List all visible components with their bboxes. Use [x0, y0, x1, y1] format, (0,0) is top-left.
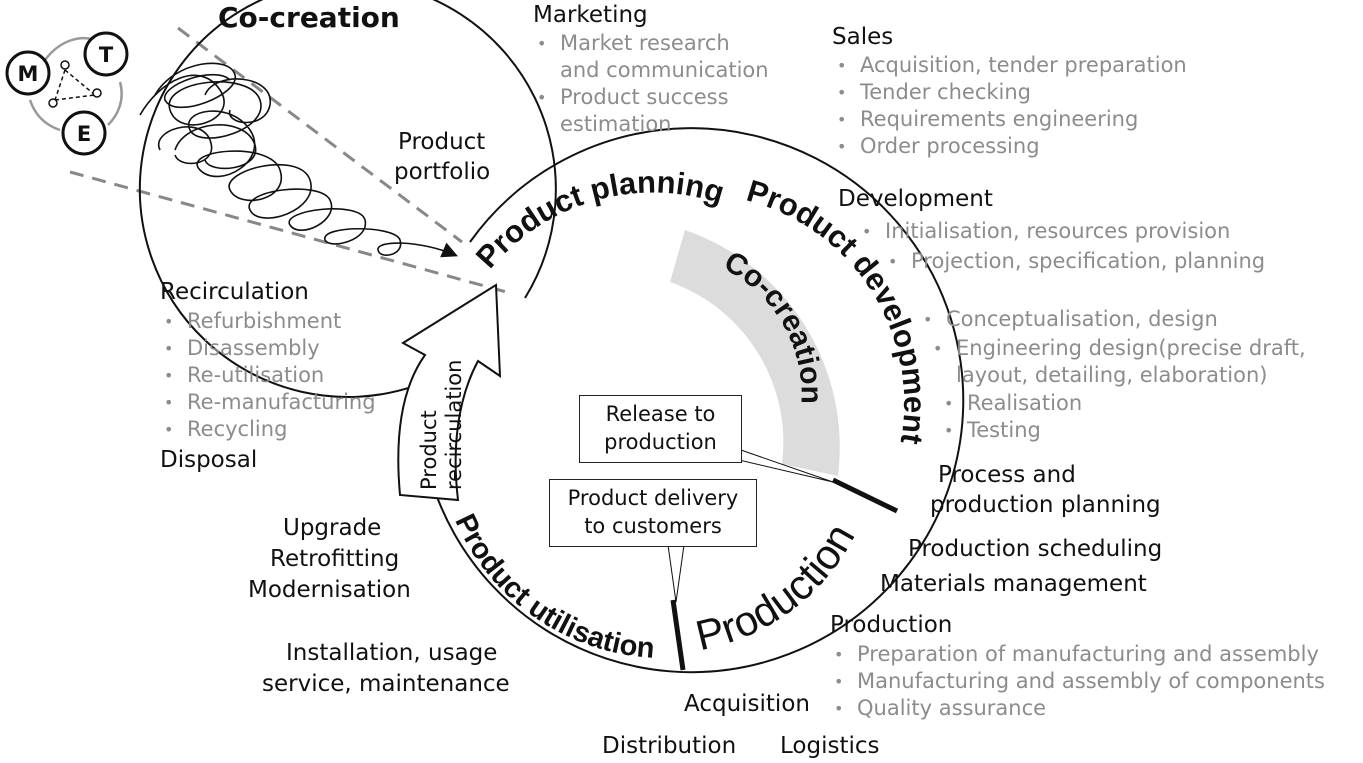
production-scheduling: Production scheduling: [908, 536, 1163, 562]
actor-m-label: M: [18, 62, 39, 86]
actor-cluster: M T E: [5, 31, 129, 156]
callout-product-delivery: Product delivery to customers: [549, 479, 757, 547]
callout-release-to-production: Release to production: [579, 395, 742, 463]
acquisition-label: Acquisition: [684, 691, 810, 717]
sales-list: Acquisition, tender preparation Tender c…: [833, 52, 1187, 160]
production-item: Quality assurance: [830, 695, 1325, 722]
cocreation-scribble: [139, 74, 458, 258]
development-item: Projection, specification, planning: [884, 248, 1265, 275]
upgrade-line2: Retrofitting: [270, 546, 400, 572]
development-item: Engineering design(precise draft,layout,…: [929, 335, 1306, 389]
development-list-c: Realisation Testing: [940, 390, 1082, 444]
cocreation-band: [670, 230, 840, 476]
marketing-title: Marketing: [533, 2, 648, 28]
development-item: Conceptualisation, design: [919, 306, 1218, 333]
recirculation-item: Recycling: [160, 416, 376, 443]
recirculation-title: Recirculation: [160, 279, 309, 305]
installation-line1: Installation, usage: [286, 640, 498, 666]
sales-item: Requirements engineering: [833, 106, 1187, 133]
production-title: Production: [830, 612, 953, 638]
production-list: Preparation of manufacturing and assembl…: [830, 641, 1325, 722]
development-title: Development: [838, 186, 993, 212]
sales-item: Order processing: [833, 133, 1187, 160]
logistics-label: Logistics: [780, 733, 880, 759]
svg-text:recirculation: recirculation: [442, 360, 466, 490]
product-portfolio-line1: Product: [398, 129, 486, 155]
development-item: Testing: [940, 417, 1082, 444]
cocreation-title: Co-creation: [218, 1, 400, 34]
materials-management: Materials management: [880, 571, 1147, 597]
actor-e-label: E: [77, 122, 91, 146]
sales-item: Tender checking: [833, 79, 1187, 106]
development-item: Realisation: [940, 390, 1082, 417]
installation-line2: service, maintenance: [262, 671, 510, 697]
funnel-lines: [69, 26, 511, 295]
disposal-label: Disposal: [160, 447, 258, 473]
production-item: Preparation of manufacturing and assembl…: [830, 641, 1325, 668]
development-list-a1: Initialisation, resources provision: [858, 218, 1230, 245]
actor-t-label: T: [99, 43, 114, 67]
development-list-a2: Projection, specification, planning: [884, 248, 1265, 275]
callout-release-line1: Release to: [605, 402, 716, 426]
recirculation-list: Refurbishment Disassembly Re-utilisation…: [160, 308, 376, 443]
process-planning: Process and: [938, 462, 1076, 488]
upgrade-line3: Modernisation: [248, 577, 411, 603]
production-item: Manufacturing and assembly of components: [830, 668, 1325, 695]
development-list-b: Conceptualisation, design: [919, 306, 1218, 333]
label-product-recirculation: Product recirculation: [417, 360, 466, 490]
process-planning-2: production planning: [930, 492, 1161, 518]
recirculation-arrow-shape: [397, 283, 502, 502]
development-item: Initialisation, resources provision: [858, 218, 1230, 245]
recirculation-item: Refurbishment: [160, 308, 376, 335]
svg-text:Product: Product: [417, 410, 441, 490]
callout-delivery-line1: Product delivery: [567, 486, 739, 510]
recirculation-item: Re-manufacturing: [160, 389, 376, 416]
development-list-eng: Engineering design(precise draft,layout,…: [929, 335, 1306, 389]
cocreation-scribble-2: [154, 62, 271, 170]
sales-title: Sales: [832, 24, 894, 50]
upgrade-line1: Upgrade: [283, 515, 382, 541]
sales-item: Acquisition, tender preparation: [833, 52, 1187, 79]
actor-m-circle: [5, 50, 51, 96]
product-portfolio-line2: portfolio: [394, 159, 491, 185]
callout-pointers: [667, 439, 834, 603]
distribution-label: Distribution: [602, 733, 737, 759]
callout-delivery-line2: to customers: [584, 514, 722, 538]
actor-t-circle: [83, 31, 129, 77]
segment-dividers: [670, 477, 899, 671]
callout-release-line2: production: [604, 430, 717, 454]
recirculation-item: Disassembly: [160, 335, 376, 362]
recirculation-item: Re-utilisation: [160, 362, 376, 389]
actor-e-circle: [61, 110, 107, 156]
